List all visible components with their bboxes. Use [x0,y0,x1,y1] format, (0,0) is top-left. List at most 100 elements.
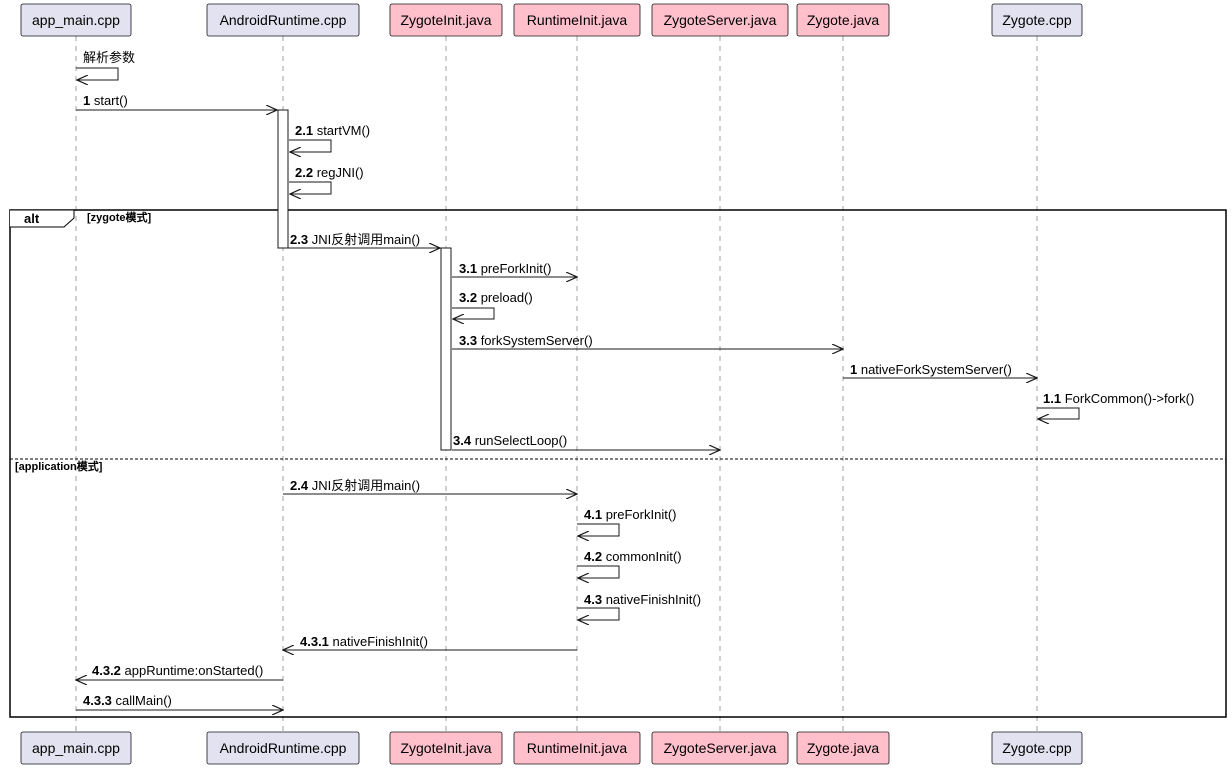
participant-box [20,3,132,37]
message-label: 1 nativeForkSystemServer() [850,362,1012,377]
message-label: 4.3.2 appRuntime:onStarted() [92,663,263,678]
message-3: 2.2 regJNI() [289,165,364,194]
participant-top-2: ZygoteInit.java [389,3,503,37]
message-arrow [76,67,119,80]
participant-box [206,731,360,765]
message-2: 2.1 startVM() [289,123,370,152]
message-arrow [452,307,495,319]
participant-box [389,731,503,765]
message-label: 4.3.1 nativeFinishInit() [300,634,428,649]
participant-top-5: Zygote.java [796,3,890,37]
participant-name: ZygoteInit.java [400,12,491,28]
message-arrow [289,181,332,194]
participant-box [991,3,1083,37]
participant-box [796,731,890,765]
message-label: 1 start() [83,93,128,108]
participant-box [651,3,789,37]
message-label: 4.1 preForkInit() [584,507,676,522]
message-label: 2.2 regJNI() [295,165,364,180]
participants-bottom: app_main.cpp AndroidRuntime.cpp ZygoteInit… [20,731,1083,765]
alt-frame-tab [10,209,75,228]
message-arrow [577,607,620,620]
messages: 解析参数 1 start() 2.1 startVM() 2.2 regJNI() 2.… [76,50,1194,710]
message-4: 2.3 JNI反射调用main() [283,232,440,248]
alt-frame-border [9,209,1227,718]
guard-zygote: [zygote模式] [87,210,151,224]
participant-bottom-2: ZygoteInit.java [389,731,503,765]
activation-androidruntime [277,109,289,249]
participant-name: app_main.cpp [32,12,120,28]
message-7: 3.3 forkSystemServer() [452,333,843,349]
message-arrow [577,565,620,578]
message-label: 4.3.3 callMain() [83,693,172,708]
message-label: 4.3 nativeFinishInit() [584,592,701,607]
alt-frame: alt [zygote模式] [application模式] [9,209,1227,718]
participant-top-4: ZygoteServer.java [651,3,789,37]
participant-box [513,731,641,765]
participant-box [796,3,890,37]
lifelines [75,36,1038,732]
participants-top: app_main.cpp AndroidRuntime.cpp ZygoteInit… [20,3,1083,37]
participant-name: Zygote.cpp [1002,12,1071,28]
participant-box [389,3,503,37]
message-label: 2.1 startVM() [295,123,370,138]
participant-box [513,3,641,37]
message-6: 3.2 preload() [452,290,533,319]
message-0: 解析参数 [76,50,135,80]
participant-bottom-6: Zygote.cpp [991,731,1083,765]
participant-box [20,731,132,765]
participant-box [206,3,360,37]
participant-bottom-4: ZygoteServer.java [651,731,789,765]
message-arrow [1037,407,1080,419]
participant-top-1: AndroidRuntime.cpp [206,3,360,37]
participant-top-6: Zygote.cpp [991,3,1083,37]
message-15: 4.3.1 nativeFinishInit() [283,634,577,650]
message-17: 4.3.3 callMain() [76,693,283,710]
participant-top-3: RuntimeInit.java [513,3,641,37]
participant-name: RuntimeInit.java [527,740,628,756]
participant-name: ZygoteServer.java [664,740,777,756]
participant-box [991,731,1083,765]
activation-zygoteinit [440,247,452,451]
participant-name: ZygoteServer.java [664,12,777,28]
alt-frame-label: alt [24,211,40,226]
participant-name: AndroidRuntime.cpp [220,740,347,756]
participant-top-0: app_main.cpp [20,3,132,37]
message-16: 4.3.2 appRuntime:onStarted() [76,663,283,680]
activation-bars [277,109,452,451]
participant-bottom-5: Zygote.java [796,731,890,765]
participant-name: Zygote.cpp [1002,740,1071,756]
participant-name: Zygote.java [807,12,880,28]
message-label: 解析参数 [83,50,135,65]
message-label: 1.1 ForkCommon()->fork() [1043,391,1194,406]
message-12: 4.1 preForkInit() [577,507,676,536]
participant-box [651,731,789,765]
message-5: 3.1 preForkInit() [452,261,577,277]
message-label: 3.2 preload() [459,290,533,305]
message-label: 3.4 runSelectLoop() [453,433,567,448]
participant-bottom-0: app_main.cpp [20,731,132,765]
message-label: 4.2 commonInit() [584,549,682,564]
guard-application: [application模式] [15,459,103,473]
participant-bottom-1: AndroidRuntime.cpp [206,731,360,765]
message-label: 2.4 JNI反射调用main() [290,478,420,493]
message-11: 2.4 JNI反射调用main() [283,478,577,494]
message-label: 3.1 preForkInit() [459,261,551,276]
participant-name: ZygoteInit.java [400,740,491,756]
message-13: 4.2 commonInit() [577,549,682,578]
message-arrow [577,523,620,536]
participant-bottom-3: RuntimeInit.java [513,731,641,765]
message-10: 3.4 runSelectLoop() [452,433,720,450]
participant-name: app_main.cpp [32,740,120,756]
participant-name: RuntimeInit.java [527,12,628,28]
message-9: 1.1 ForkCommon()->fork() [1037,391,1194,419]
message-arrow [289,139,332,152]
message-8: 1 nativeForkSystemServer() [843,362,1037,378]
message-label: 3.3 forkSystemServer() [459,333,593,348]
message-14: 4.3 nativeFinishInit() [577,592,701,620]
message-1: 1 start() [76,93,277,110]
participant-name: Zygote.java [807,740,880,756]
participant-name: AndroidRuntime.cpp [220,12,347,28]
message-label: 2.3 JNI反射调用main() [290,232,420,247]
